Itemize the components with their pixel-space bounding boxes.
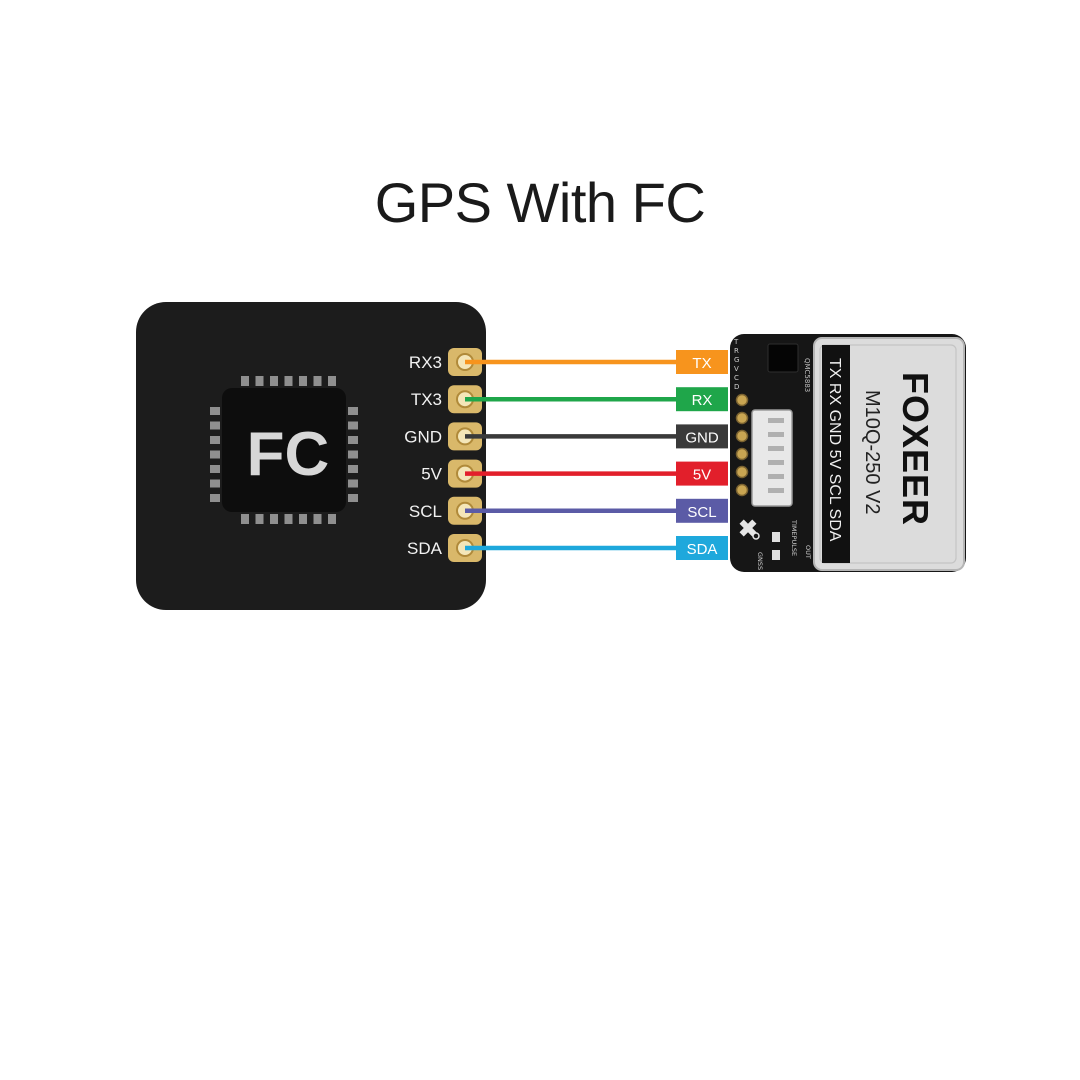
gps-pin-tag [676,424,728,449]
gps-pin-tag-label: GND [685,429,719,446]
chip-pin-right [348,450,358,459]
fc-chip [222,388,346,512]
gps-pin-tag-label: TX [692,355,711,372]
chip-pin-left [210,407,220,415]
gps-solder-hole [735,393,749,407]
fc-chip-label: FC [247,420,330,489]
gps-pin-tag-label: SCL [687,504,716,521]
gps-pin-tag-label: RX [692,392,713,409]
connector-pin [768,460,784,465]
fc-pin-label: 5V [421,465,442,484]
chip-pin-left [210,479,220,488]
smd-led [772,550,780,560]
gps-board-pin-letter: R [734,347,739,355]
connector-pin [768,432,784,437]
gps-pin-tag [676,498,728,523]
chip-pin-top [328,376,336,386]
gps-board-pin-letter: D [734,383,739,391]
gps-board-pin-letter: V [734,365,739,373]
gps-pin-tag [676,350,728,374]
connector-pin [768,446,784,451]
pin-strip-bar [822,345,850,563]
chip-pins [210,376,358,524]
gps-pin-tag [676,536,728,560]
gps-pin-tag-label: 5V [693,467,711,484]
smd-led [772,532,780,542]
satellite-icon [739,519,760,540]
chip-pin-top [270,376,278,386]
chip-pin-right [348,479,358,488]
chip-pin-right [348,436,358,444]
timepulse-label: TIMEPULSE [790,519,798,556]
model-label: M10Q-250 V2 [861,390,883,515]
fc-pin-label: RX3 [409,353,442,372]
fc-pin-label: TX3 [411,390,442,409]
wire-group [465,359,676,551]
chip-pin-bottom [313,514,322,524]
connector-pin [768,488,784,493]
connector-pins [768,418,784,493]
chip-pin-bottom [299,514,307,524]
chip-pin-bottom [328,514,336,524]
chip-pin-left [210,494,220,502]
diagram-title: GPS With FC [374,171,706,234]
connector-pin [768,474,784,479]
gps-board-pin-letter: T [733,338,739,346]
compass-chip [767,343,799,373]
gps-solder-hole [735,483,749,497]
compass-label: QMC5883 [803,358,811,392]
brand-logo-text: FOXEER [895,372,936,526]
connector-pin [768,418,784,423]
fc-pin-label: SCL [409,502,442,521]
chip-pin-bottom [284,514,293,524]
gps-solder-hole [735,411,749,425]
gps-pin-tag-label: SDA [687,541,718,558]
chip-pin-left [210,465,220,473]
chip-pin-left [210,450,220,459]
fc-pin-label: GND [404,427,442,446]
fc-pin-label: SDA [407,539,443,558]
chip-pin-left [210,436,220,444]
chip-pin-right [348,494,358,502]
chip-pin-top [255,376,264,386]
out-label: OUT [804,545,812,559]
gps-board-pin-letter: C [734,374,739,382]
gps-solder-hole [735,447,749,461]
gps-shield-inner [819,344,957,564]
gps-shield [813,337,965,571]
chip-pin-right [348,407,358,415]
gps-pin-tag [676,387,728,412]
chip-pin-right [348,465,358,473]
gps-solder-hole [735,465,749,479]
gps-board-pin-letter: G [734,356,739,364]
gps-solder-holes [735,393,749,497]
chip-pin-top [299,376,307,386]
chip-pin-top [241,376,249,386]
gps-pin-tag [676,461,728,486]
chip-pin-top [313,376,322,386]
chip-pin-right [348,421,358,430]
pin-strip-label: TX RX GND 5V SCL SDA [826,358,843,542]
chip-pin-bottom [241,514,249,524]
chip-pin-left [210,421,220,430]
gnss-label: GNSS [756,552,764,570]
gps-pin-tag-group: TX RX GND 5V SCL SDA [676,350,728,560]
gps-solder-hole [735,429,749,443]
chip-pin-bottom [270,514,278,524]
chip-pin-bottom [255,514,264,524]
chip-pin-top [284,376,293,386]
